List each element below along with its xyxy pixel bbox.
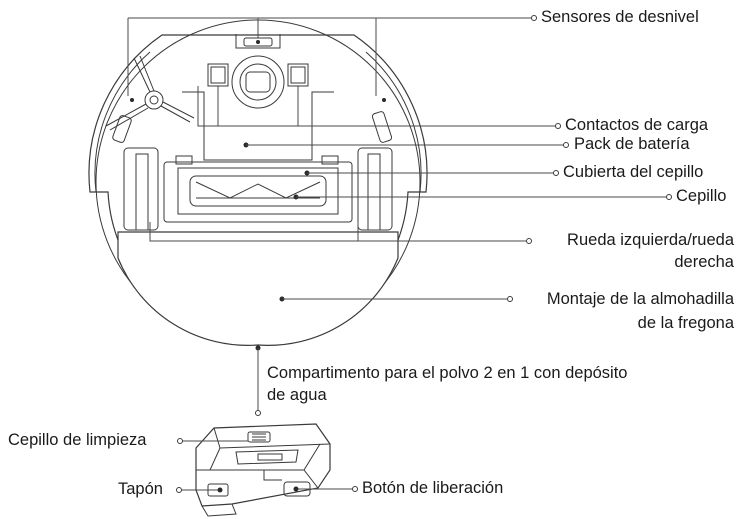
side-brush — [105, 55, 195, 131]
label-cleaning-brush: Cepillo de limpieza — [8, 431, 147, 449]
dustbin-drawing — [176, 423, 358, 517]
label-battery-pack: Pack de batería — [574, 135, 690, 153]
robot-body — [88, 19, 428, 346]
label-dustbin-line1: Compartimento para el polvo 2 en 1 con d… — [267, 364, 628, 382]
label-dustbin-line2: de agua — [267, 386, 327, 404]
label-release-button: Botón de liberación — [362, 479, 504, 497]
label-wheels-line1: Rueda izquierda/rueda — [567, 231, 734, 249]
label-wheels-line2: derecha — [674, 253, 734, 271]
label-charging-contacts: Contactos de carga — [565, 116, 709, 134]
label-plug: Tapón — [118, 480, 163, 498]
label-brush-cover: Cubierta del cepillo — [563, 163, 704, 181]
label-cliff-sensors: Sensores de desnivel — [541, 8, 699, 26]
label-mop-line2: de la fregona — [637, 314, 734, 332]
label-brush: Cepillo — [676, 187, 727, 205]
leader-lines — [127, 15, 672, 416]
label-mop-line1: Montaje de la almohadilla — [546, 290, 734, 308]
